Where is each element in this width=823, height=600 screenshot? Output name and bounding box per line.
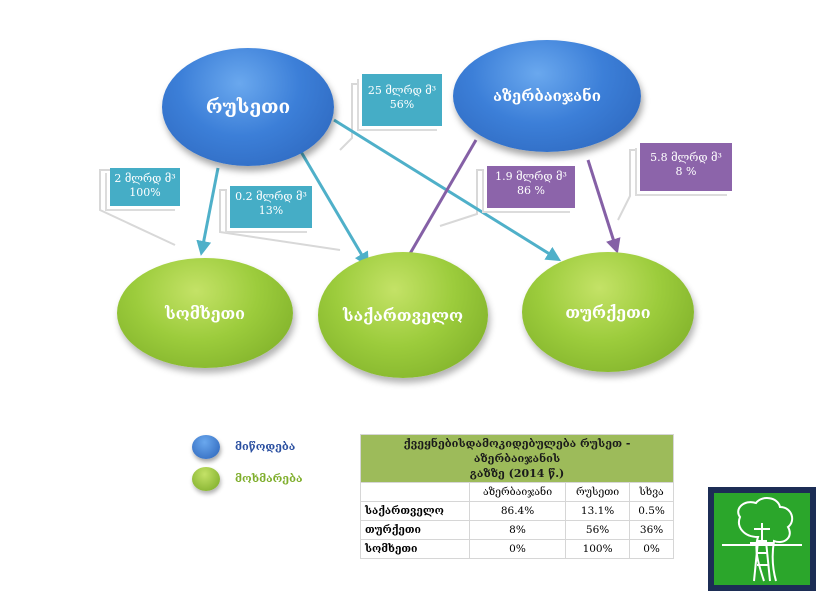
callout-pointer-russia-turkey xyxy=(339,83,362,151)
callout-azerbaijan-turkey-volume: 5.8 მლრდ მ³ xyxy=(650,151,722,164)
node-turkey-label: თურქეთი xyxy=(565,302,651,322)
table-cell: 0.5% xyxy=(629,501,674,521)
table-header-cell: აზერბაიჯანი xyxy=(468,482,567,502)
arrow-russia-georgia xyxy=(298,149,370,268)
arrow-russia-armenia xyxy=(196,167,220,256)
node-armenia: სომხეთი xyxy=(117,258,293,368)
table-cell: 0% xyxy=(468,539,567,559)
callout-pointer-azerbaijan-georgia xyxy=(439,169,487,227)
table-cell: 8% xyxy=(468,520,567,540)
tree-pylon-icon xyxy=(722,497,802,582)
table-cell: 56% xyxy=(565,520,631,540)
callout-pointer-russia-armenia xyxy=(99,169,176,246)
node-georgia: საქართველო xyxy=(318,252,488,378)
table-title: ქვეყნებისდამოკიდებულება რუსეთ - აზერბაიჯ… xyxy=(360,434,674,483)
table-header-cell: სხვა xyxy=(629,482,674,502)
table-cell: 0% xyxy=(629,539,674,559)
node-turkey: თურქეთი xyxy=(522,252,694,372)
arrow-russia-turkey xyxy=(333,118,562,262)
logo xyxy=(708,487,816,591)
table-row-name: თურქეთი xyxy=(360,520,470,540)
callout-pointer-russia-georgia xyxy=(219,189,341,251)
callout-russia-georgia-volume: 0.2 მლრდ მ³ xyxy=(235,190,307,203)
table-cell: 13.1% xyxy=(565,501,631,521)
table-cell: 86.4% xyxy=(468,501,567,521)
table-header-cell xyxy=(360,482,470,502)
node-russia: რუსეთი xyxy=(162,48,334,166)
callout-azerbaijan-turkey: 5.8 მლრდ მ³ 8 % xyxy=(640,143,732,191)
table-row: თურქეთი 8% 56% 36% xyxy=(360,520,674,540)
dependency-table: ქვეყნებისდამოკიდებულება რუსეთ - აზერბაიჯ… xyxy=(360,434,674,559)
table-header-cell: რუსეთი xyxy=(565,482,631,502)
callout-azerbaijan-turkey-share: 8 % xyxy=(675,165,697,178)
table-row: საქართველო 86.4% 13.1% 0.5% xyxy=(360,501,674,521)
arrow-azerbaijan-turkey xyxy=(586,159,621,254)
node-azerbaijan-label: აზერბაიჯანი xyxy=(493,87,601,105)
node-armenia-label: სომხეთი xyxy=(165,303,245,323)
legend-consumption-swatch xyxy=(192,467,220,491)
callout-russia-georgia: 0.2 მლრდ მ³ 13% xyxy=(230,186,312,228)
node-russia-label: რუსეთი xyxy=(205,96,291,118)
table-header-row: აზერბაიჯანი რუსეთი სხვა xyxy=(360,482,674,502)
table-title-line2: გაზზე (2014 წ.) xyxy=(469,467,565,480)
table-cell: 100% xyxy=(565,539,631,559)
table-cell: 36% xyxy=(629,520,674,540)
callout-azerbaijan-georgia-volume: 1.9 მლრდ მ³ xyxy=(495,170,567,183)
callout-azerbaijan-georgia: 1.9 მლრდ მ³ 86 % xyxy=(487,166,575,208)
arrow-azerbaijan-georgia xyxy=(400,139,478,270)
callout-russia-turkey-volume: 25 მლრდ მ³ xyxy=(367,84,437,97)
table-title-line1: ქვეყნებისდამოკიდებულება რუსეთ - აზერბაიჯ… xyxy=(403,437,631,465)
callout-pointer-azerbaijan-turkey xyxy=(617,149,640,221)
callout-russia-georgia-share: 13% xyxy=(258,204,284,217)
callout-russia-armenia: 2 მლრდ მ³ 100% xyxy=(110,168,180,206)
legend-supply-label: მიწოდება xyxy=(235,440,296,453)
table-title-row: ქვეყნებისდამოკიდებულება რუსეთ - აზერბაიჯ… xyxy=(360,434,674,483)
callout-russia-armenia-volume: 2 მლრდ მ³ xyxy=(114,172,176,185)
callout-russia-turkey-share: 56% xyxy=(389,98,415,111)
logo-background xyxy=(714,493,810,585)
table-row-name: სომხეთი xyxy=(360,539,470,559)
table-row: სომხეთი 0% 100% 0% xyxy=(360,539,674,559)
node-georgia-label: საქართველო xyxy=(342,305,464,325)
callout-azerbaijan-georgia-share: 86 % xyxy=(517,184,545,197)
callout-russia-turkey: 25 მლრდ მ³ 56% xyxy=(362,74,442,126)
table-row-name: საქართველო xyxy=(360,501,470,521)
node-azerbaijan: აზერბაიჯანი xyxy=(453,40,641,152)
legend-consumption-label: მოხმარება xyxy=(235,472,303,485)
callout-russia-armenia-share: 100% xyxy=(129,186,161,199)
legend-supply-swatch xyxy=(192,435,220,459)
